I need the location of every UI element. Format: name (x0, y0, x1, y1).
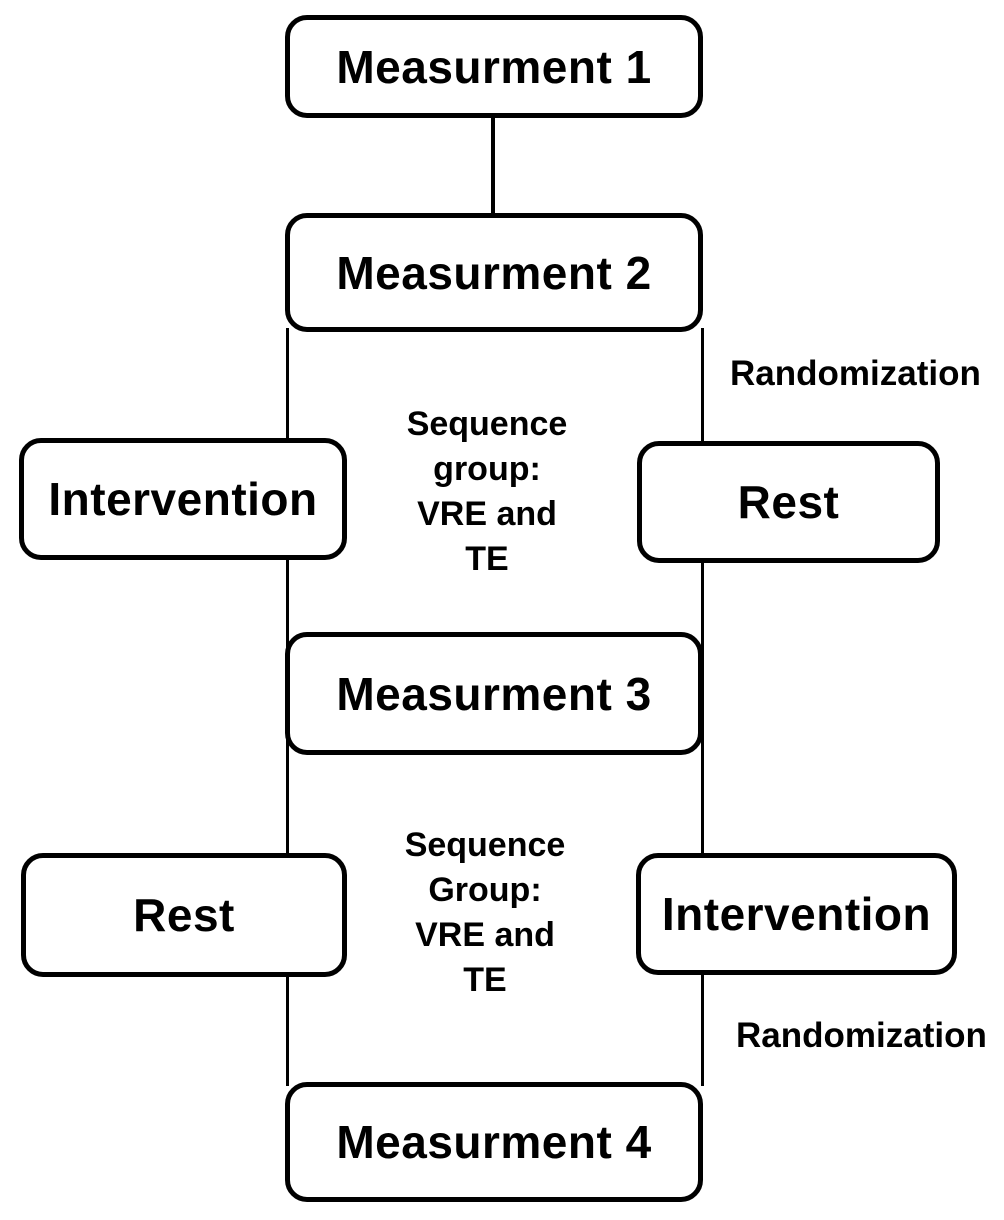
rest-lower-label: Rest (133, 889, 235, 941)
intervention-upper-label: Intervention (48, 473, 318, 525)
randomization-lower-label: Randomization (736, 1016, 987, 1055)
measurement-1-box: Measurment 1 (285, 15, 703, 118)
sequence-group-upper-text: Sequence group: VRE and TE (337, 402, 637, 582)
measurement-2-label: Measurment 2 (336, 246, 652, 299)
sequence-lower-line-2: Group: (428, 871, 542, 909)
sequence-upper-line-1: Sequence (406, 405, 568, 443)
measurement-3-label: Measurment 3 (336, 667, 652, 720)
measurement-1-label: Measurment 1 (336, 40, 652, 93)
rest-lower-box: Rest (21, 853, 347, 977)
measurement-3-box: Measurment 3 (285, 632, 703, 755)
intervention-lower-box: Intervention (636, 853, 957, 975)
rest-upper-box: Rest (637, 441, 940, 563)
rest-upper-label: Rest (737, 476, 840, 528)
sequence-upper-line-4: TE (465, 540, 509, 578)
sequence-upper-line-2: group: (433, 450, 541, 488)
intervention-upper-box: Intervention (19, 438, 347, 560)
randomization-upper-label: Randomization (730, 354, 981, 393)
sequence-lower-line-3: VRE and (415, 916, 555, 954)
sequence-group-lower-text: Sequence Group: VRE and TE (335, 823, 635, 1003)
measurement-4-label: Measurment 4 (336, 1116, 652, 1168)
sequence-lower-line-4: TE (463, 961, 507, 999)
intervention-lower-label: Intervention (661, 888, 932, 940)
measurement-2-box: Measurment 2 (285, 213, 703, 332)
sequence-upper-line-3: VRE and (417, 495, 557, 533)
measurement-4-box: Measurment 4 (285, 1082, 703, 1202)
connector-line-m1-m2 (491, 112, 495, 218)
sequence-lower-line-1: Sequence (404, 826, 566, 864)
